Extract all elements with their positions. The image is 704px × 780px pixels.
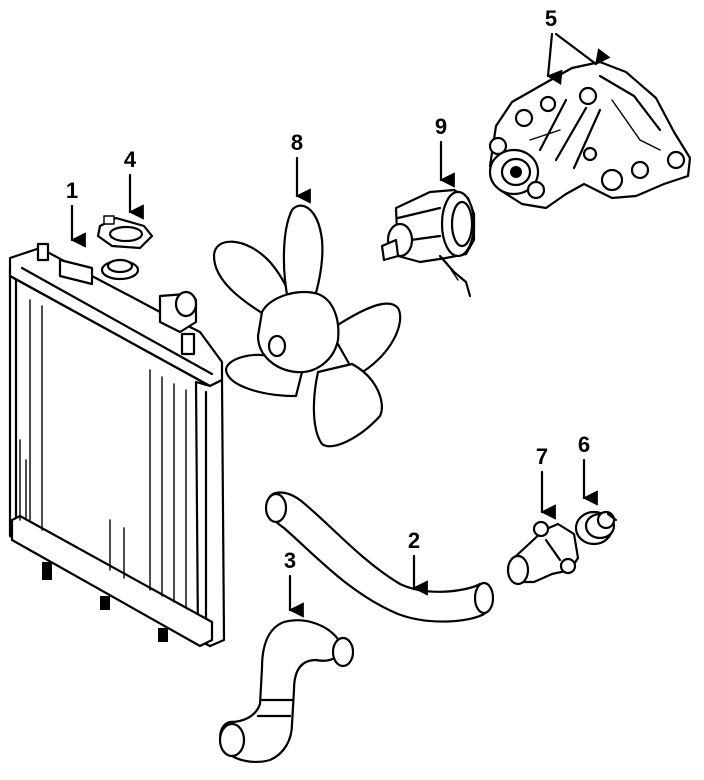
water-pump[interactable] bbox=[488, 60, 692, 210]
fan-motor[interactable] bbox=[380, 188, 476, 298]
radiator-cap[interactable] bbox=[96, 215, 154, 250]
callout-leaders bbox=[70, 32, 611, 618]
lower-hose[interactable] bbox=[264, 491, 495, 623]
callout-8: 8 bbox=[291, 130, 303, 155]
callout-1: 1 bbox=[66, 178, 78, 203]
thermostat[interactable] bbox=[574, 510, 618, 546]
fan-blade[interactable] bbox=[212, 204, 402, 448]
callout-6: 6 bbox=[578, 432, 590, 457]
radiator[interactable] bbox=[8, 242, 226, 648]
callout-9: 9 bbox=[435, 114, 447, 139]
callout-3: 3 bbox=[284, 548, 296, 573]
callout-7: 7 bbox=[536, 444, 548, 469]
callout-5: 5 bbox=[545, 6, 557, 31]
upper-hose[interactable] bbox=[218, 619, 355, 763]
callout-2: 2 bbox=[408, 528, 420, 553]
callout-4: 4 bbox=[124, 147, 137, 172]
thermostat-housing[interactable] bbox=[506, 520, 580, 586]
callout-labels: 1 2 3 4 5 6 7 8 9 bbox=[66, 6, 590, 573]
